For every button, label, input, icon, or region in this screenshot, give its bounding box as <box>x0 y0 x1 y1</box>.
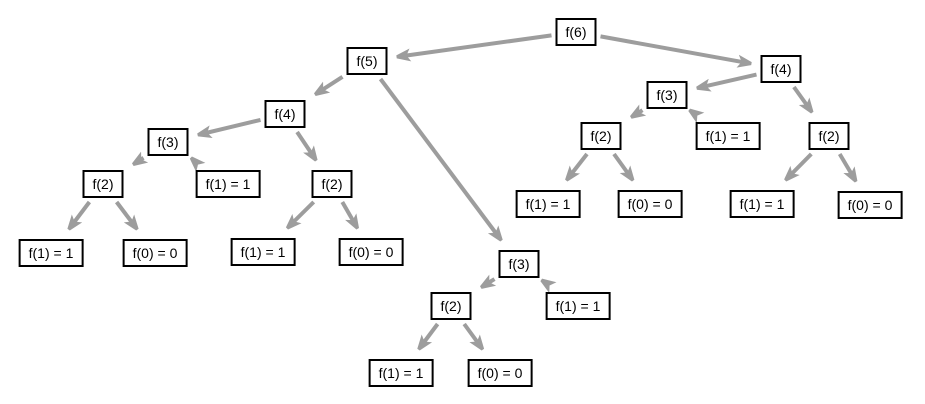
tree-edge <box>378 77 503 242</box>
tree-node-leafLR0: f(0) = 0 <box>338 238 404 266</box>
tree-edge <box>600 34 752 68</box>
tree-node-n3L: f(3) <box>147 128 189 156</box>
tree-edge <box>295 130 318 162</box>
tree-edge <box>314 75 344 96</box>
tree-node-leafM1: f(1) = 1 <box>368 359 434 387</box>
tree-edge <box>784 152 813 182</box>
tree-edge <box>792 85 814 114</box>
tree-edge <box>612 152 635 182</box>
tree-node-n2M: f(2) <box>430 292 472 320</box>
tree-node-leafRL1: f(1) = 1 <box>515 190 581 218</box>
tree-node-n2LL: f(2) <box>82 170 124 198</box>
tree-edge <box>462 322 485 351</box>
tree-node-n3M: f(3) <box>498 250 540 278</box>
tree-node-n2RR: f(2) <box>808 122 850 150</box>
tree-edge <box>688 108 705 124</box>
tree-node-n2RL: f(2) <box>580 122 622 150</box>
tree-node-leafLL0: f(0) = 0 <box>122 239 188 267</box>
tree-node-n2LR: f(2) <box>311 170 353 198</box>
tree-edge <box>132 151 149 166</box>
tree-edge <box>115 200 139 231</box>
tree-edge <box>285 200 316 230</box>
tree-edge <box>396 33 552 62</box>
tree-edge <box>630 104 647 119</box>
tree-node-n6: f(6) <box>555 18 597 46</box>
tree-edge <box>417 322 440 351</box>
tree-node-n3R: f(3) <box>646 81 688 109</box>
tree-edge <box>480 274 497 289</box>
tree-edge <box>197 117 261 139</box>
tree-node-n5: f(5) <box>346 47 388 75</box>
tree-edge <box>696 72 757 92</box>
tree-node-leafLR1: f(1) = 1 <box>230 238 296 266</box>
tree-node-n1R1: f(1) = 1 <box>695 122 761 150</box>
tree-node-leafLL1: f(1) = 1 <box>18 239 84 267</box>
tree-node-n1M1: f(1) = 1 <box>545 292 611 320</box>
tree-node-leafRL0: f(0) = 0 <box>617 190 683 218</box>
tree-node-leafM0: f(0) = 0 <box>467 359 533 387</box>
tree-node-n4L: f(4) <box>264 100 306 128</box>
tree-edge <box>837 152 858 183</box>
tree-node-leafRR1: f(1) = 1 <box>729 190 795 218</box>
tree-node-n1L1: f(1) = 1 <box>195 170 261 198</box>
tree-edge <box>565 152 589 182</box>
tree-edge <box>67 200 91 231</box>
tree-node-n4R: f(4) <box>760 55 802 83</box>
tree-node-leafRR0: f(0) = 0 <box>837 191 903 219</box>
tree-edge <box>340 201 359 230</box>
